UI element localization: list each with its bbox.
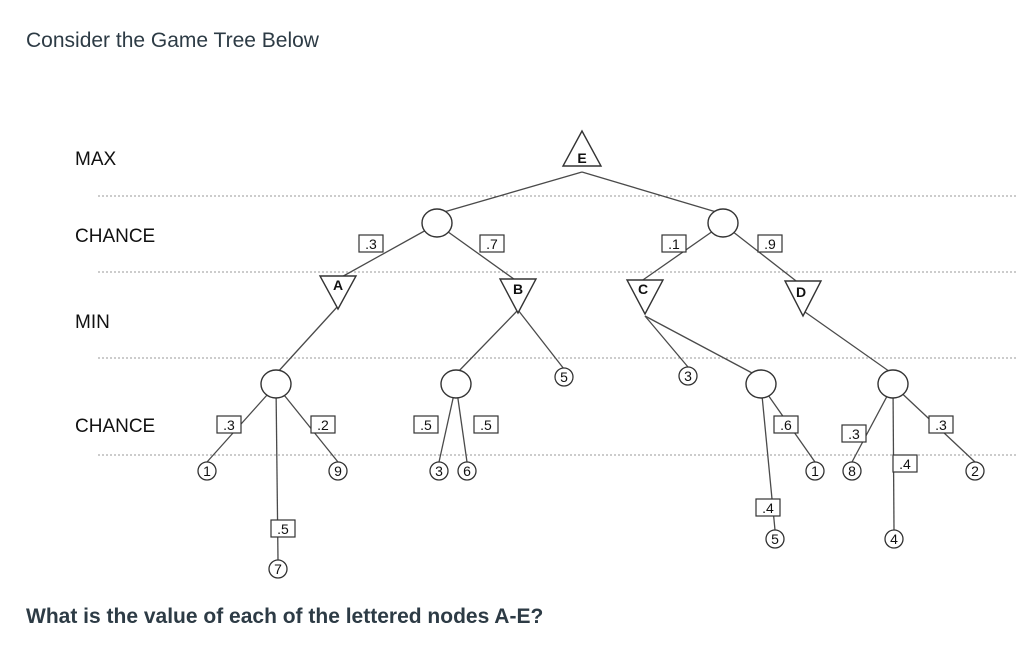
- min-node-a: A: [318, 275, 358, 311]
- min-node-b: B: [498, 278, 538, 315]
- probability-box: .9: [757, 234, 783, 253]
- level-label-max: MAX: [75, 149, 117, 170]
- probability-box: .6: [773, 415, 799, 434]
- probability-box: .5: [270, 519, 296, 538]
- min-node-d: D: [783, 280, 823, 318]
- leaf-node: 3: [429, 461, 449, 481]
- leaf-node: 1: [197, 461, 217, 481]
- svg-text:.5: .5: [420, 417, 432, 433]
- level-label-min: MIN: [75, 312, 110, 333]
- chance-node-d: [877, 369, 909, 399]
- probability-box: .5: [473, 415, 499, 434]
- svg-text:.5: .5: [277, 521, 289, 537]
- leaf-node: 4: [884, 529, 904, 549]
- chance-node-c: [745, 369, 777, 399]
- svg-text:6: 6: [463, 463, 471, 479]
- svg-text:.3: .3: [365, 236, 377, 252]
- chance-node-right: [707, 208, 739, 238]
- leaf-node: 7: [268, 559, 288, 579]
- leaf-node: 9: [328, 461, 348, 481]
- svg-text:8: 8: [848, 463, 856, 479]
- svg-text:3: 3: [684, 368, 692, 384]
- tree-edges: [206, 171, 976, 561]
- leaf-node: 6: [457, 461, 477, 481]
- svg-text:2: 2: [971, 463, 979, 479]
- max-node-e: E: [561, 129, 603, 167]
- leaf-node: 5: [554, 367, 574, 387]
- svg-text:A: A: [333, 277, 343, 293]
- svg-text:7: 7: [274, 561, 282, 577]
- svg-text:1: 1: [203, 463, 211, 479]
- probability-box: .3: [358, 234, 384, 253]
- level-label-chance-bottom: CHANCE: [75, 416, 155, 437]
- probability-box: .3: [841, 424, 867, 443]
- probability-box: .3: [928, 415, 954, 434]
- svg-text:.5: .5: [480, 417, 492, 433]
- probability-box: .3: [216, 415, 242, 434]
- chance-node-b: [440, 369, 472, 399]
- probability-box: .5: [413, 415, 439, 434]
- svg-text:3: 3: [435, 463, 443, 479]
- svg-text:.3: .3: [848, 426, 860, 442]
- svg-text:.7: .7: [486, 236, 498, 252]
- chance-node-left: [421, 208, 453, 238]
- svg-text:D: D: [796, 284, 806, 300]
- svg-text:B: B: [513, 281, 523, 297]
- svg-text:.9: .9: [764, 236, 776, 252]
- svg-text:.2: .2: [317, 417, 329, 433]
- leaf-node: 3: [678, 366, 698, 386]
- svg-text:.1: .1: [668, 236, 680, 252]
- probability-box: .1: [661, 234, 687, 253]
- page-heading: Consider the Game Tree Below: [26, 29, 319, 52]
- svg-text:.6: .6: [780, 417, 792, 433]
- svg-text:5: 5: [560, 369, 568, 385]
- svg-text:4: 4: [890, 531, 898, 547]
- svg-text:E: E: [577, 150, 586, 166]
- svg-text:.4: .4: [899, 456, 911, 472]
- leaf-node: 5: [765, 529, 785, 549]
- question-text: What is the value of each of the lettere…: [26, 605, 544, 628]
- probability-box: .4: [892, 454, 918, 473]
- probability-box: .4: [755, 498, 781, 517]
- chance-node-a: [260, 369, 292, 399]
- probability-box: .7: [479, 234, 505, 253]
- leaf-node: 8: [842, 461, 862, 481]
- svg-text:9: 9: [334, 463, 342, 479]
- svg-text:1: 1: [811, 463, 819, 479]
- svg-text:.3: .3: [935, 417, 947, 433]
- leaf-node: 1: [805, 461, 825, 481]
- level-label-chance-top: CHANCE: [75, 226, 155, 247]
- svg-text:.4: .4: [762, 500, 774, 516]
- leaf-node: 2: [965, 461, 985, 481]
- probability-box: .2: [310, 415, 336, 434]
- min-node-c: C: [625, 279, 665, 316]
- svg-text:.3: .3: [223, 417, 235, 433]
- svg-text:5: 5: [771, 531, 779, 547]
- svg-text:C: C: [638, 281, 648, 297]
